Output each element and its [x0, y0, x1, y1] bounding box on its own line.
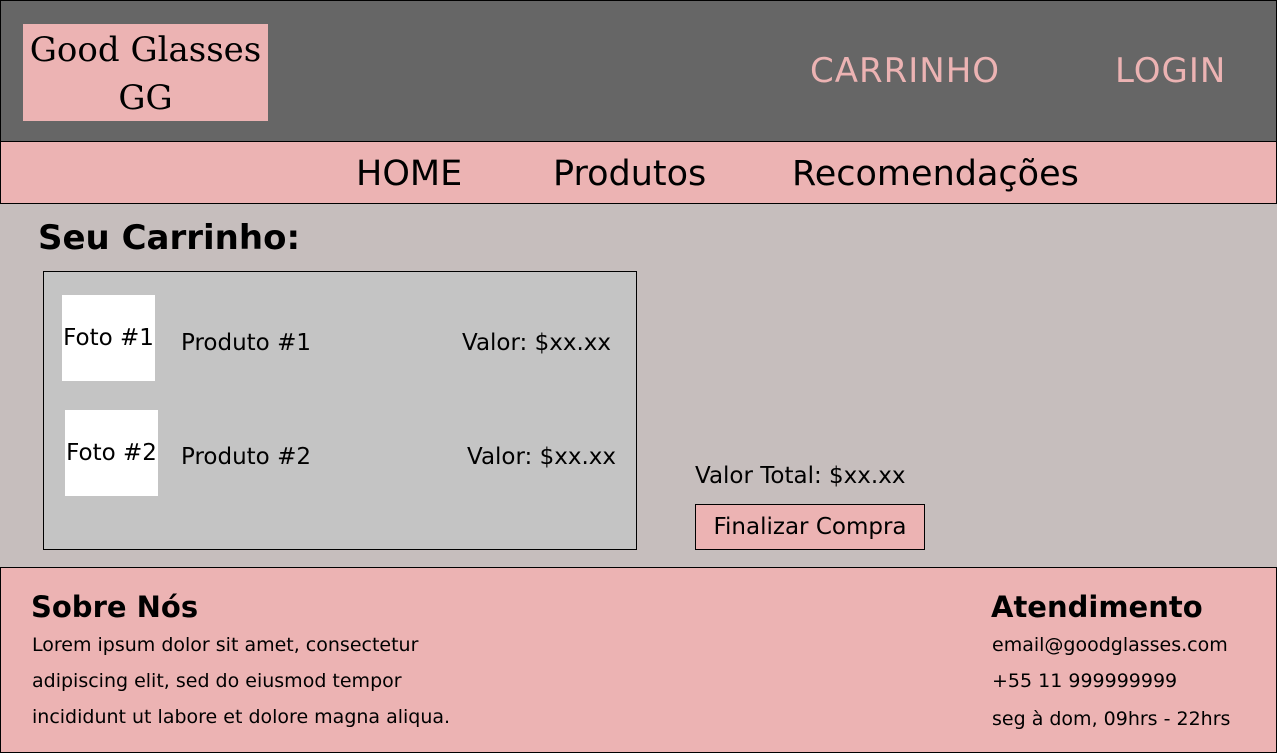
login-link[interactable]: LOGIN — [1115, 51, 1227, 91]
product-value: Valor: $xx.xx — [467, 444, 617, 470]
product-name[interactable]: Produto #2 — [181, 444, 311, 470]
product-photo: Foto #2 — [65, 410, 158, 496]
main-nav: HOME Produtos Recomendações — [0, 141, 1277, 204]
footer: Sobre Nós Lorem ipsum dolor sit amet, co… — [0, 567, 1277, 753]
contact-email[interactable]: email@goodglasses.com — [992, 634, 1228, 656]
logo-initials: GG — [118, 78, 173, 118]
about-text-line: Lorem ipsum dolor sit amet, consectetur — [32, 634, 419, 656]
cart-link[interactable]: CARRINHO — [810, 51, 1001, 91]
about-text-line: incididunt ut labore et dolore magna ali… — [32, 706, 451, 728]
cart-items-box: Foto #1 Produto #1 Valor: $xx.xx Foto #2… — [43, 271, 637, 550]
nav-item-home[interactable]: HOME — [356, 154, 463, 194]
about-title: Sobre Nós — [31, 590, 199, 624]
product-photo: Foto #1 — [62, 295, 155, 381]
contact-hours: seg à dom, 09hrs - 22hrs — [992, 708, 1231, 730]
nav-item-recomendacoes[interactable]: Recomendações — [792, 154, 1079, 194]
contact-title: Atendimento — [991, 590, 1203, 624]
contact-phone: +55 11 999999999 — [992, 670, 1178, 692]
logo-title: Good Glasses — [29, 30, 262, 70]
about-text-line: adipiscing elit, sed do eiusmod tempor — [32, 670, 402, 692]
checkout-button[interactable]: Finalizar Compra — [695, 504, 925, 550]
product-value: Valor: $xx.xx — [462, 330, 612, 356]
logo[interactable]: Good Glasses GG — [23, 24, 268, 121]
header: Good Glasses GG CARRINHO LOGIN — [0, 0, 1277, 142]
cart-total: Valor Total: $xx.xx — [695, 463, 906, 489]
nav-item-produtos[interactable]: Produtos — [553, 154, 707, 194]
cart-title: Seu Carrinho: — [38, 218, 301, 258]
product-name[interactable]: Produto #1 — [181, 330, 311, 356]
